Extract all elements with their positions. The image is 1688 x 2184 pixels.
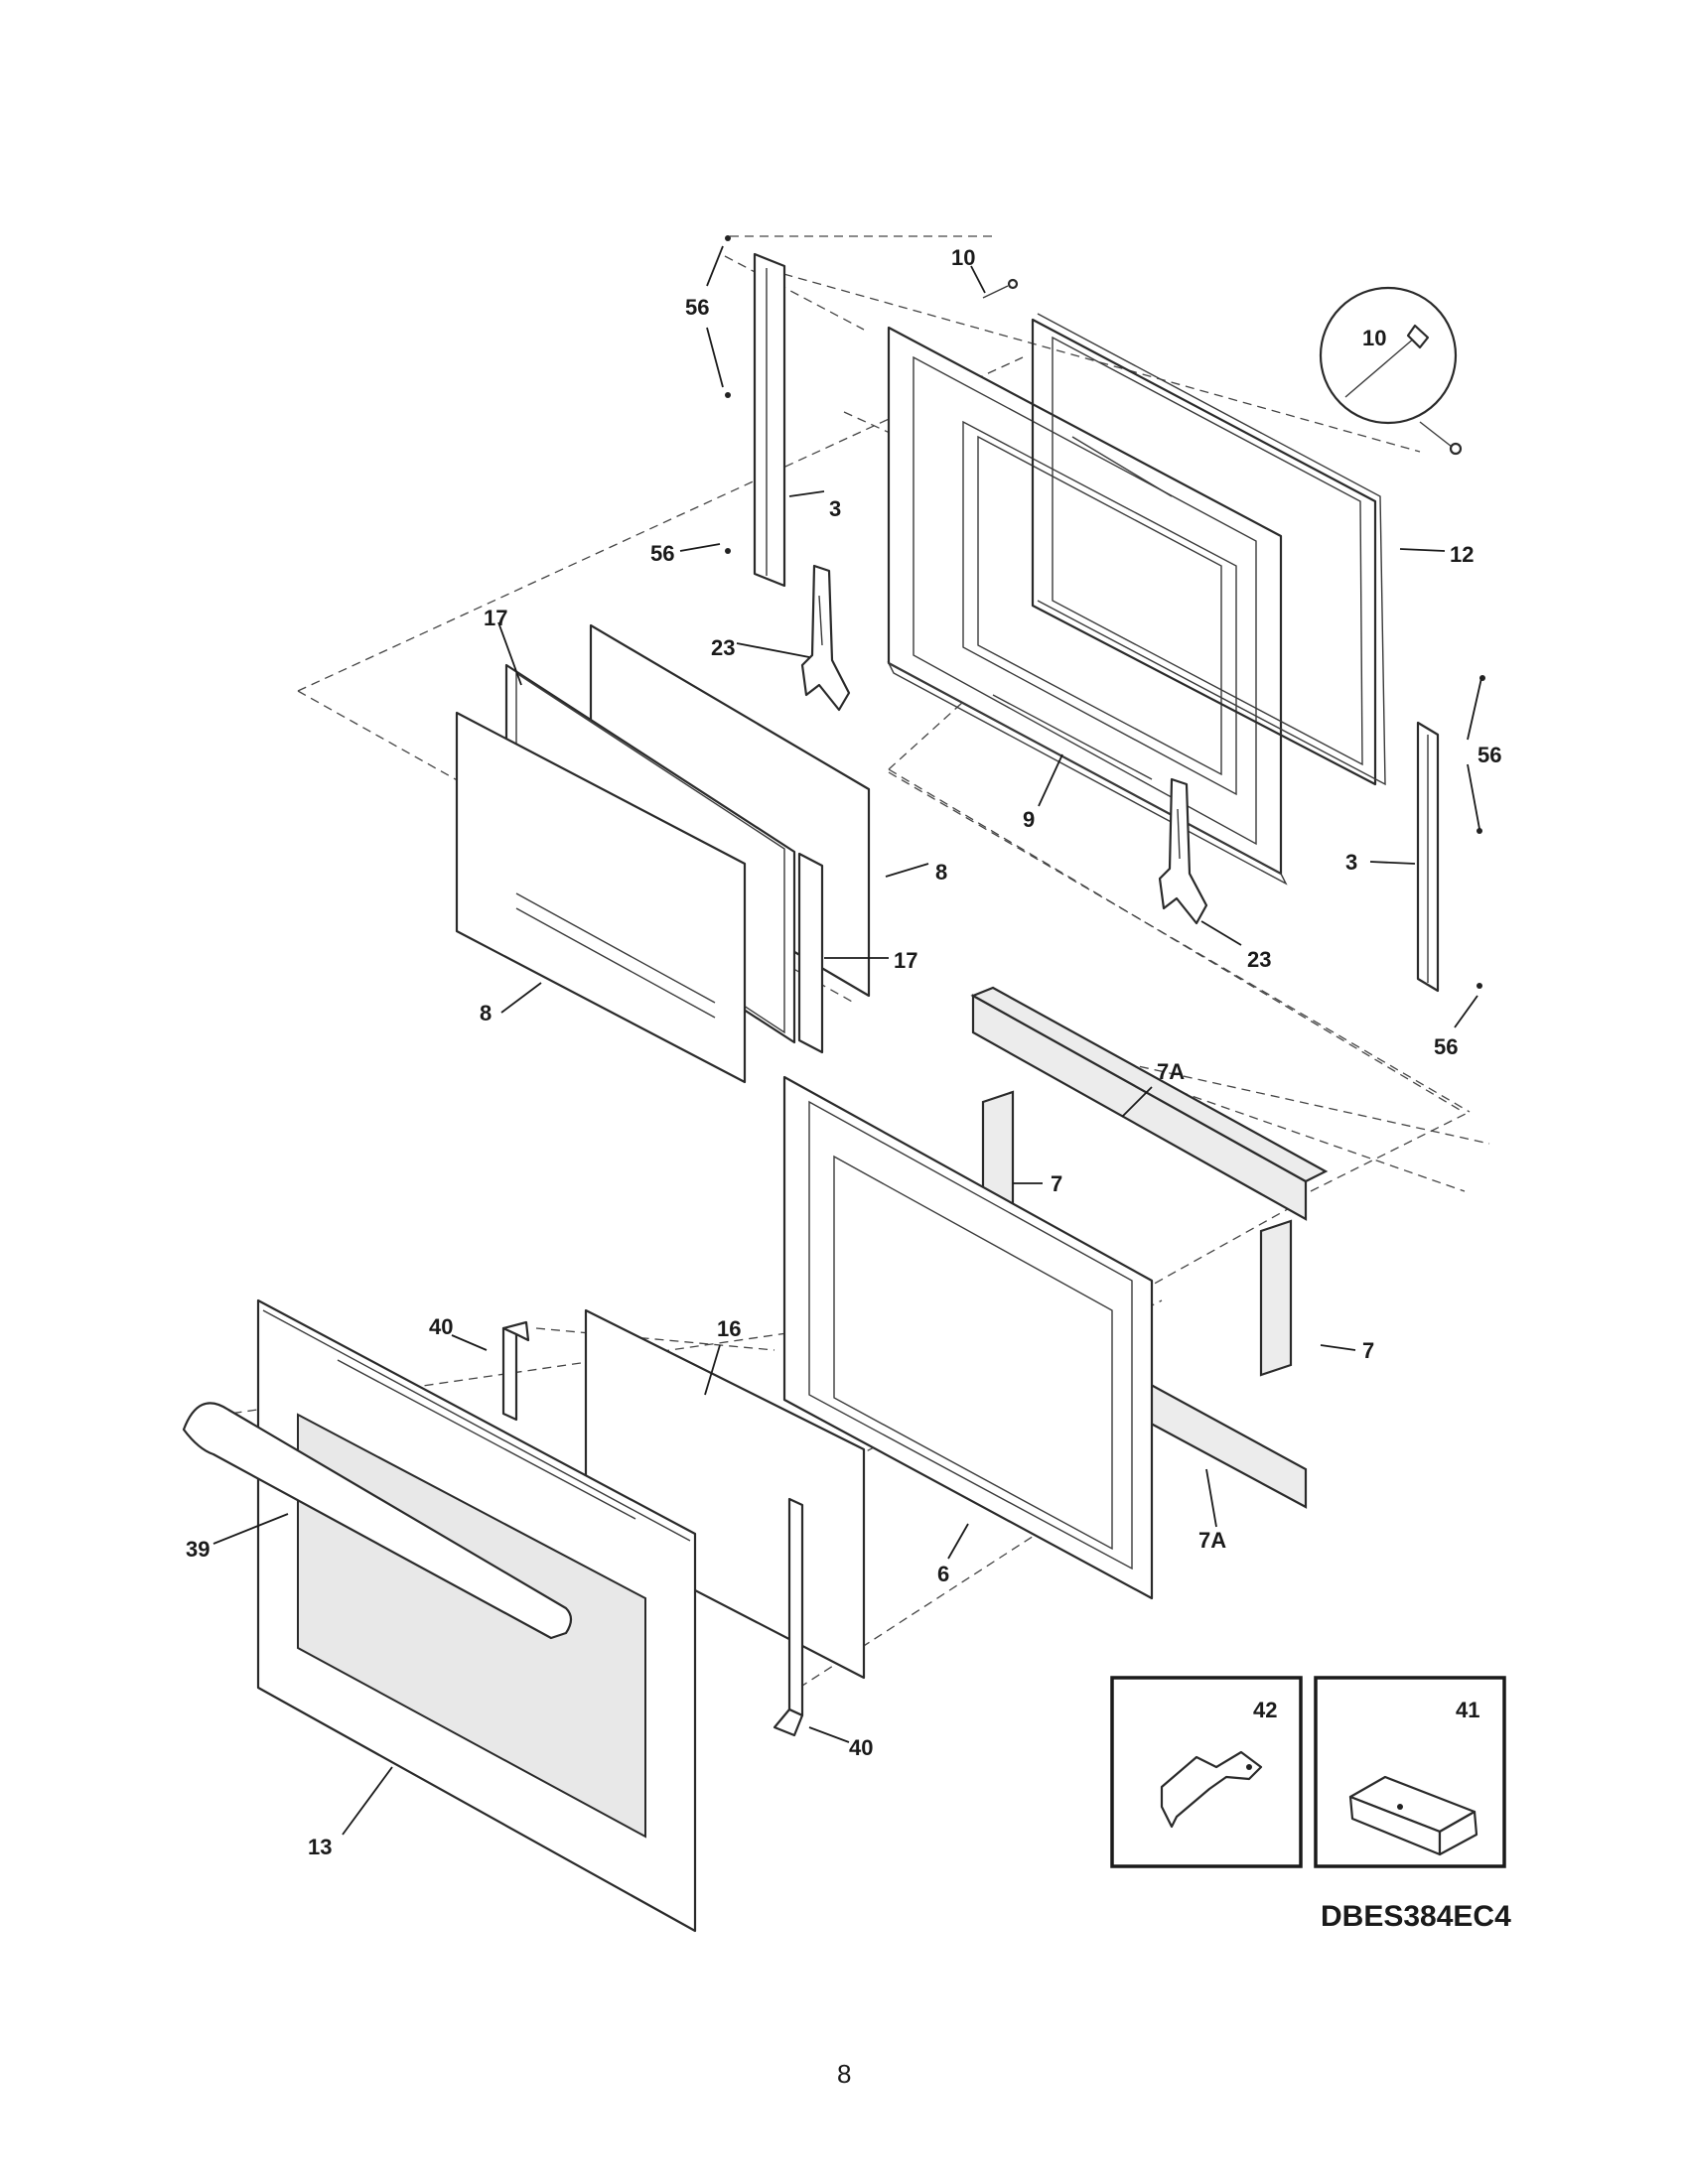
leader-lines [212, 245, 1482, 1836]
inset-box-42 [1110, 1676, 1303, 1868]
callout-8-left: 8 [480, 1001, 492, 1025]
callout-6: 6 [937, 1562, 949, 1586]
callout-10-screw: 10 [951, 245, 975, 270]
page-number: 8 [837, 2059, 851, 2089]
callout-labels: 56 10 10 3 56 12 17 23 56 9 3 8 17 23 8 … [186, 245, 1501, 1859]
inner-door-panel [887, 326, 1288, 886]
callout-42: 42 [1253, 1698, 1277, 1722]
hinge-lower [1158, 777, 1208, 925]
side-trim-right [1416, 675, 1485, 993]
callout-3-right: 3 [1345, 850, 1357, 875]
callout-12: 12 [1450, 542, 1474, 567]
door-glass-group [455, 623, 871, 1084]
callout-40-top: 40 [429, 1314, 453, 1339]
callout-10-detail: 10 [1362, 326, 1386, 350]
callout-17-bottom: 17 [894, 948, 917, 973]
callout-40-bottom: 40 [849, 1735, 873, 1760]
callout-8-right: 8 [935, 860, 947, 885]
inset-box-41 [1314, 1676, 1506, 1868]
callout-7-upper: 7 [1051, 1171, 1062, 1196]
callout-56-right-top: 56 [1477, 743, 1501, 767]
door-liner [1031, 313, 1386, 786]
callout-39: 39 [186, 1537, 210, 1562]
callout-56-mid: 56 [650, 541, 674, 566]
callout-9: 9 [1023, 807, 1035, 832]
callout-16: 16 [717, 1316, 741, 1341]
callout-23-upper: 23 [711, 635, 735, 660]
outer-door-frame [782, 1075, 1154, 1600]
hinge-upper [800, 564, 851, 712]
callout-7A-top: 7A [1157, 1059, 1185, 1084]
callout-23-lower: 23 [1247, 947, 1271, 972]
callout-56-bottom: 56 [1434, 1034, 1458, 1059]
door-bracket-lower [773, 1497, 804, 1737]
callout-3-left: 3 [829, 496, 841, 521]
callout-41: 41 [1456, 1698, 1479, 1722]
side-trim-left [725, 235, 786, 588]
callout-7-lower: 7 [1362, 1338, 1374, 1363]
screw-10 [982, 278, 1019, 299]
callout-13: 13 [308, 1835, 332, 1859]
door-bracket-upper [501, 1320, 530, 1422]
callout-17-top: 17 [484, 606, 507, 630]
screw-10-detail-circle [1319, 286, 1463, 456]
door-handle [182, 1402, 573, 1640]
model-number: DBES384EC4 [1321, 1900, 1511, 1933]
callout-7A-bottom: 7A [1198, 1528, 1226, 1553]
callout-56-top: 56 [685, 295, 709, 320]
